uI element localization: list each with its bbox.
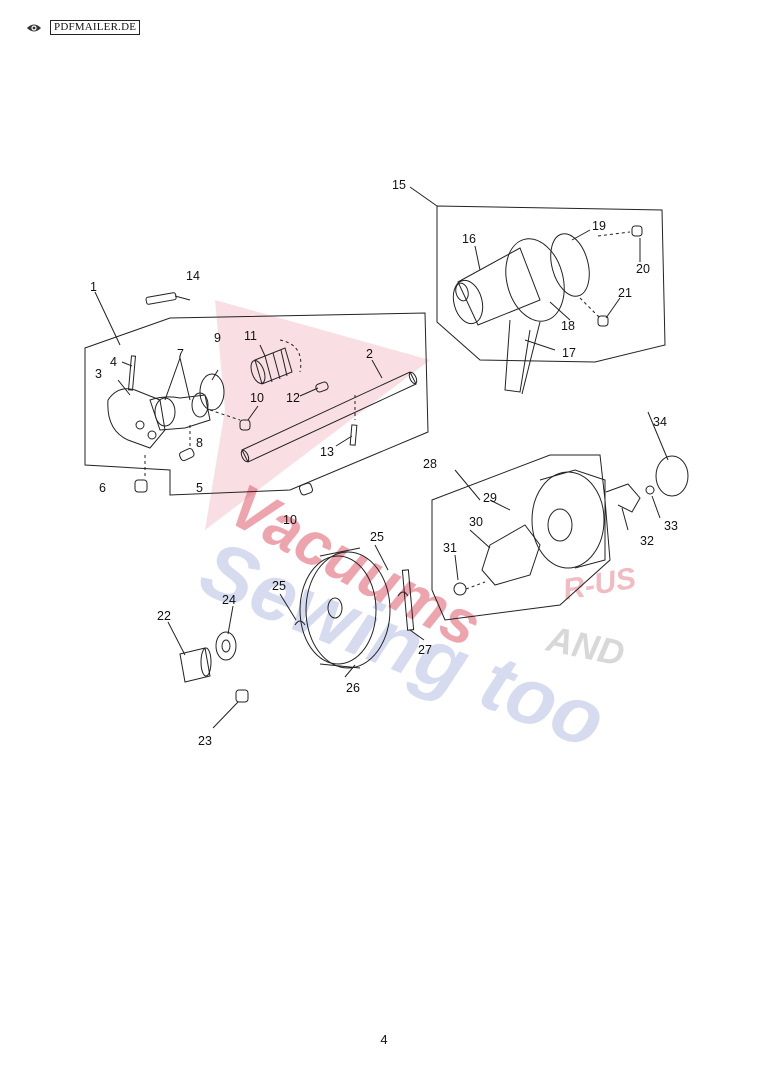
part-30 bbox=[481, 524, 541, 586]
group-outline-28 bbox=[431, 454, 611, 621]
part-18 bbox=[505, 238, 565, 322]
callout-13: 13 bbox=[320, 445, 334, 459]
part-29 bbox=[531, 471, 605, 569]
part-6 bbox=[134, 479, 148, 493]
group-outline-15 bbox=[436, 205, 666, 363]
callout-34: 34 bbox=[653, 415, 667, 429]
group-outline-1 bbox=[84, 312, 429, 496]
part-17 bbox=[504, 319, 541, 395]
callout-31: 31 bbox=[443, 541, 457, 555]
part-20 bbox=[631, 225, 643, 237]
part-21 bbox=[597, 315, 609, 327]
shaft-2 bbox=[241, 371, 417, 463]
part-11 bbox=[254, 347, 293, 385]
page-number: 4 bbox=[380, 1032, 388, 1047]
callout-27: 27 bbox=[418, 643, 432, 657]
eye-icon bbox=[27, 24, 41, 31]
callout-16: 16 bbox=[462, 232, 476, 246]
callout-32: 32 bbox=[640, 534, 654, 548]
callout-30: 30 bbox=[469, 515, 483, 529]
callout-19: 19 bbox=[592, 219, 606, 233]
callout-14: 14 bbox=[186, 269, 200, 283]
callout-8: 8 bbox=[196, 436, 203, 450]
callout-1: 1 bbox=[90, 280, 97, 294]
part-13 bbox=[349, 424, 358, 446]
part-7-collar bbox=[149, 394, 211, 431]
callout-21: 21 bbox=[618, 286, 632, 300]
part-25b bbox=[397, 591, 409, 597]
callout-6: 6 bbox=[99, 481, 106, 495]
callout-4: 4 bbox=[110, 355, 117, 369]
callout-5: 5 bbox=[196, 481, 203, 495]
callout-9: 9 bbox=[214, 331, 221, 345]
callout-11: 11 bbox=[244, 329, 257, 343]
callout-15: 15 bbox=[392, 178, 406, 192]
callout-7: 7 bbox=[177, 347, 184, 361]
callout-29: 29 bbox=[483, 491, 497, 505]
callout-24: 24 bbox=[222, 593, 236, 607]
callout-17: 17 bbox=[562, 346, 576, 360]
part-23 bbox=[235, 689, 249, 703]
callout-20: 20 bbox=[636, 262, 650, 276]
callouts: 1 2 3 4 5 6 7 8 9 10 10 11 12 13 14 15 1… bbox=[90, 178, 678, 748]
part-9 bbox=[199, 373, 225, 411]
callout-10a: 10 bbox=[250, 391, 264, 405]
watermark-line2: R-US bbox=[560, 562, 638, 607]
part-4 bbox=[127, 355, 137, 391]
part-24 bbox=[215, 631, 237, 661]
part-16 bbox=[452, 247, 541, 326]
callout-2: 2 bbox=[366, 347, 373, 361]
callout-25b: 25 bbox=[370, 530, 384, 544]
callout-10b: 10 bbox=[283, 513, 297, 527]
part-19 bbox=[550, 233, 590, 297]
callout-12: 12 bbox=[286, 391, 300, 405]
callout-18: 18 bbox=[561, 319, 575, 333]
part-33 bbox=[645, 485, 655, 495]
callout-28: 28 bbox=[423, 457, 437, 471]
header: PDFMAILER.DE bbox=[26, 20, 141, 35]
callout-23: 23 bbox=[198, 734, 212, 748]
part-32 bbox=[605, 483, 641, 513]
part-25a bbox=[294, 620, 306, 626]
part-26 bbox=[299, 547, 391, 669]
part-22 bbox=[179, 647, 211, 683]
part-34 bbox=[655, 455, 689, 497]
part-10a bbox=[239, 419, 251, 431]
part-14 bbox=[145, 292, 177, 305]
part-5 bbox=[179, 447, 195, 462]
callout-25a: 25 bbox=[272, 579, 286, 593]
callout-33: 33 bbox=[664, 519, 678, 533]
pdfmailer-badge[interactable]: PDFMAILER.DE bbox=[50, 20, 141, 35]
leader-lines bbox=[94, 186, 669, 729]
callout-26: 26 bbox=[346, 681, 360, 695]
callout-3: 3 bbox=[95, 367, 102, 381]
callout-22: 22 bbox=[157, 609, 171, 623]
part-10b bbox=[298, 482, 314, 496]
